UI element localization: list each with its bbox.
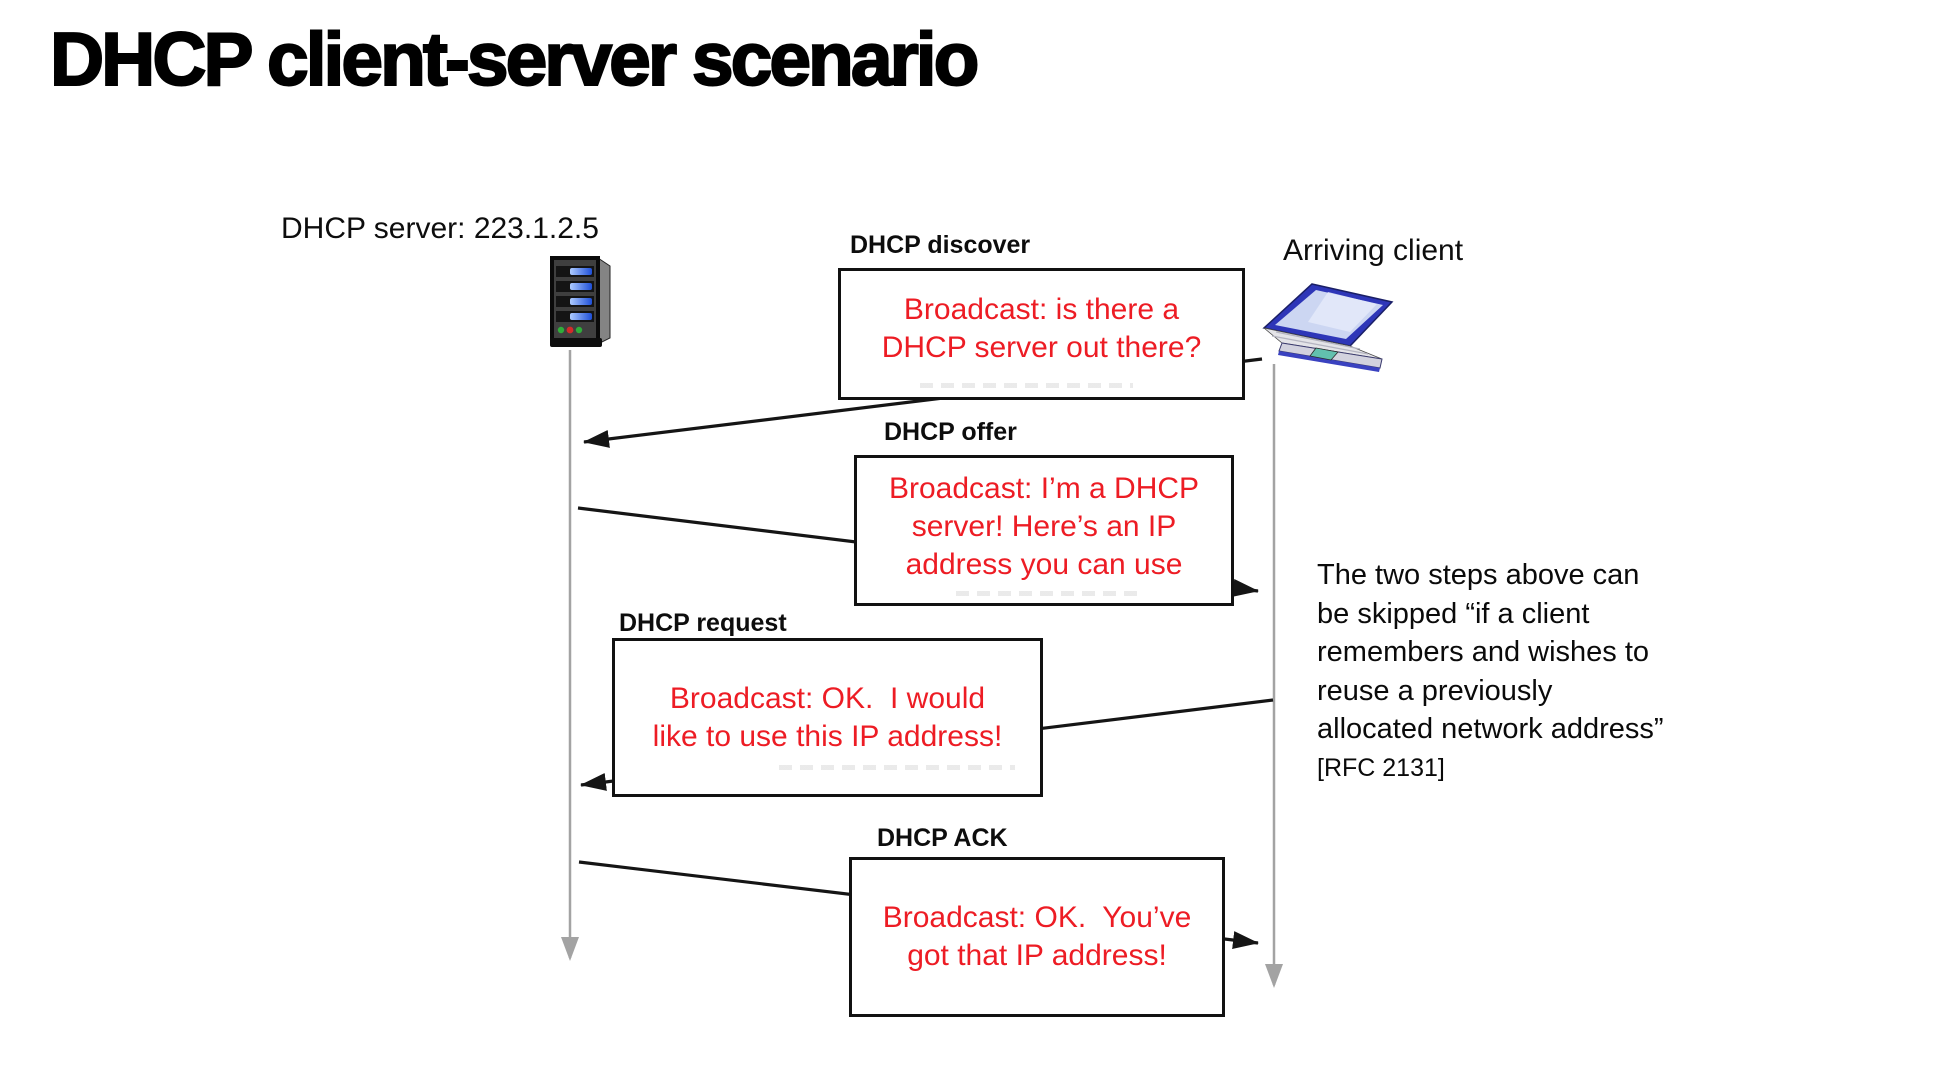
erased-text-remnant <box>779 765 1015 770</box>
message-box-dhcp-discover: Broadcast: is there a DHCP server out th… <box>838 268 1245 400</box>
erased-text-remnant <box>920 383 1133 388</box>
message-text-line: Broadcast: OK. You’ve <box>882 901 1192 934</box>
step-label-dhcp-request: DHCP request <box>619 609 787 637</box>
erased-text-remnant <box>956 591 1138 596</box>
rfc-note-line: be skipped “if a client <box>1317 597 1590 630</box>
rfc-note-citation: [RFC 2131] <box>1317 753 1445 782</box>
message-text-line: Broadcast: I’m a DHCP <box>888 471 1200 505</box>
server-label: DHCP server: 223.1.2.5 <box>281 212 599 245</box>
rfc-note-line: reuse a previously <box>1317 674 1553 707</box>
message-text-line: DHCP server out there? <box>881 331 1202 364</box>
slide-title: DHCP client-server scenario <box>49 16 980 102</box>
message-text-line: Broadcast: OK. I would <box>669 681 986 715</box>
message-text-line: server! Here’s an IP <box>911 509 1177 543</box>
laptop-icon <box>1256 282 1408 376</box>
message-text-line: Broadcast: is there a <box>903 293 1180 326</box>
step-label-dhcp-ack: DHCP ACK <box>877 824 1008 852</box>
message-text-line: address you can use <box>905 547 1183 581</box>
message-box-dhcp-offer: Broadcast: I’m a DHCP server! Here’s an … <box>854 455 1234 606</box>
client-label: Arriving client <box>1283 234 1464 267</box>
rfc-note-line: allocated network address” <box>1317 713 1664 745</box>
step-label-dhcp-discover: DHCP discover <box>850 231 1031 259</box>
server-tower-icon <box>548 254 612 350</box>
rfc-note-line: The two steps above can <box>1317 559 1640 591</box>
message-text-line: got that IP address! <box>907 939 1167 972</box>
rfc-note: The two steps above can be skipped “if a… <box>1317 556 1757 787</box>
message-text-line: like to use this IP address! <box>652 719 1003 753</box>
message-box-dhcp-request: Broadcast: OK. I would like to use this … <box>612 638 1043 797</box>
rfc-note-line: remembers and wishes to <box>1317 636 1650 668</box>
message-box-dhcp-ack: Broadcast: OK. You’ve got that IP addres… <box>849 857 1225 1017</box>
step-label-dhcp-offer: DHCP offer <box>884 418 1017 446</box>
